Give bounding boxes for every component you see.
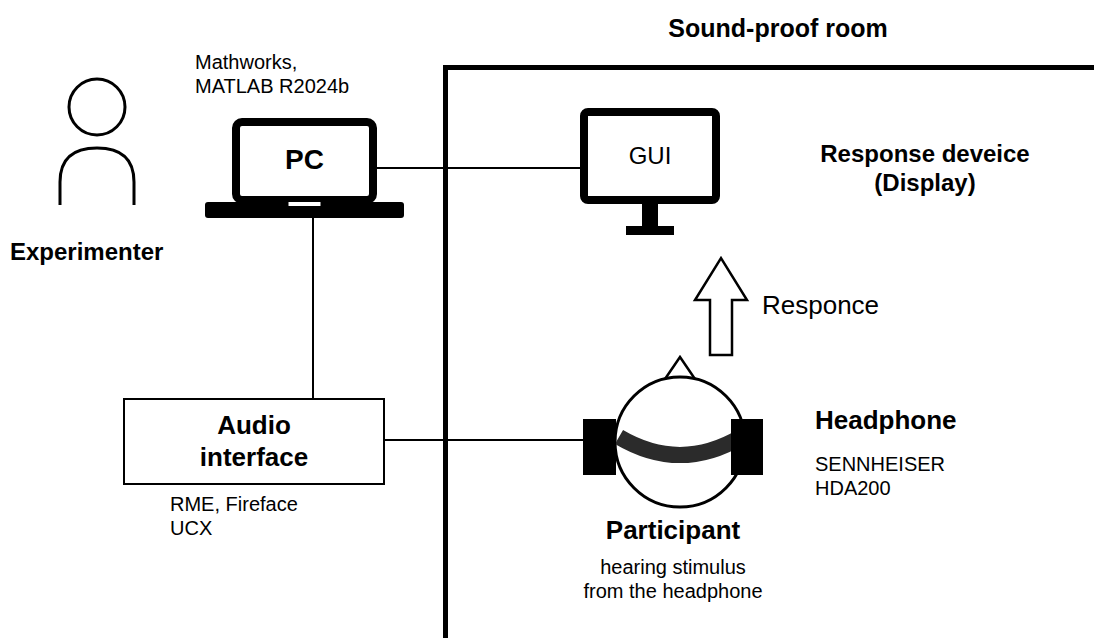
display-monitor: GUIResponse deveice (Display) — [580, 108, 720, 242]
gui-label: GUI — [629, 142, 672, 171]
text-holder: Response deveice (Display) — [770, 140, 1080, 198]
experimenter-icon — [60, 79, 134, 205]
head-shape — [583, 355, 763, 510]
box-title: Audio interface — [184, 410, 324, 472]
role-label: Experimenter — [10, 238, 200, 267]
connector-line — [312, 202, 314, 398]
laptop-pc: Mathworks, MATLAB R2024bPC — [232, 118, 377, 202]
participant-head: Participanthearing stimulus from the hea… — [583, 355, 763, 510]
text-holder: PC — [232, 118, 377, 202]
text-holder: Headphone — [815, 405, 995, 436]
model-label: RME, Fireface UCX — [170, 492, 320, 540]
room-title: Sound-proof room — [588, 13, 968, 43]
text-holder: GUI — [580, 108, 720, 204]
text-holder: Sound-proof room — [588, 13, 968, 43]
part-name: Headphone — [815, 405, 995, 436]
room-region: GUIResponse deveice (Display)Participant… — [443, 65, 1094, 638]
participant-label: Participant — [553, 515, 793, 546]
edge-label: Responce — [762, 290, 879, 321]
text-holder: hearing stimulus from the headphone — [578, 555, 768, 603]
note-label: hearing stimulus from the headphone — [578, 555, 768, 603]
monitor-shape — [580, 108, 720, 242]
process-box: Audio interfaceRME, Fireface UCX — [123, 398, 385, 485]
text-holder: SENNHEISER HDA200 — [815, 452, 965, 500]
text-holder: Participant — [553, 515, 793, 546]
response-arrow — [695, 258, 747, 355]
text-holder: RME, Fireface UCX — [170, 492, 320, 540]
connector-line — [377, 167, 580, 169]
pc-label: PC — [285, 143, 324, 177]
text-holder: Mathworks, MATLAB R2024b — [195, 50, 365, 98]
software-label: Mathworks, MATLAB R2024b — [195, 50, 365, 98]
text-holder: Responce — [762, 290, 879, 321]
model-label: SENNHEISER HDA200 — [815, 452, 965, 500]
connector-line — [385, 439, 583, 441]
text-holder: Experimenter — [10, 238, 200, 267]
text-holder: Audio interface — [125, 400, 383, 483]
device-label: Response deveice (Display) — [770, 140, 1080, 198]
